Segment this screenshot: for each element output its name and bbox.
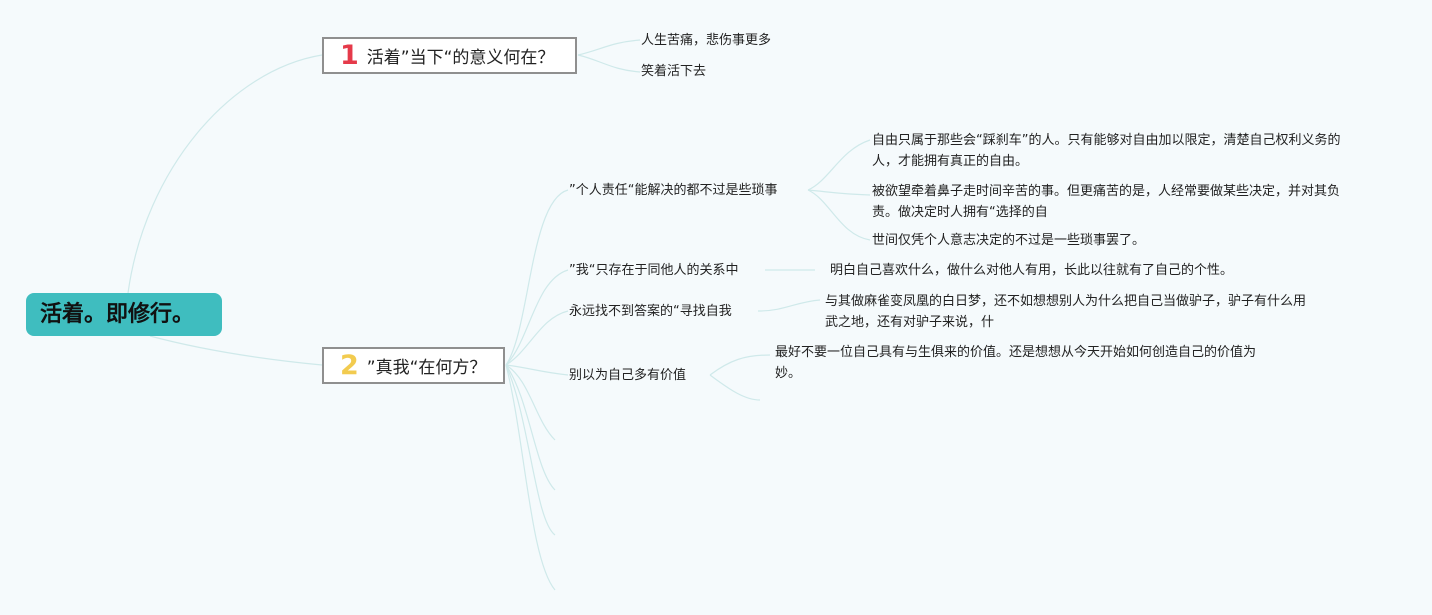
connector-b1-d3 xyxy=(807,189,871,241)
connector-b4-d2 xyxy=(709,374,761,401)
number-one-icon: 1 xyxy=(340,40,359,71)
connector-topic2-empty3 xyxy=(505,364,556,536)
connector-topic1-child1 xyxy=(577,39,641,56)
branch-1-detail-3[interactable]: 世间仅凭个人意志决定的不过是一些琐事罢了。 xyxy=(872,233,1146,248)
branch-2-detail-1[interactable]: 明白自己喜欢什么，做什么对他人有用，长此以往就有了自己的个性。 xyxy=(830,263,1234,278)
connector-root-topic2 xyxy=(149,335,323,366)
branch-4-label[interactable]: 别以为自己多有价值 xyxy=(569,368,687,383)
connector-b4-d1 xyxy=(709,354,771,376)
main-topic-1[interactable]: 1 活着”当下“的意义何在？ xyxy=(322,37,577,74)
root-topic[interactable]: 活着。即修行。 xyxy=(26,293,222,336)
topic1-child-1[interactable]: 人生苦痛，悲伤事更多 xyxy=(641,33,772,48)
connector-topic1-child2 xyxy=(577,54,641,73)
main-topic-2[interactable]: 2 ”真我“在何方？ xyxy=(322,347,505,384)
branch-4-detail-1[interactable]: 最好不要一位自己具有与生俱来的价值。还是想想从今天开始如何创造自己的价值为妙。 xyxy=(775,345,1257,381)
branch-1-label[interactable]: ”个人责任“能解决的都不过是些琐事 xyxy=(569,183,778,198)
main-topic-2-label: ”真我“在何方？ xyxy=(366,358,487,378)
connector-topic2-branch4 xyxy=(505,364,569,376)
connector-topic2-empty2 xyxy=(505,364,556,491)
topic1-child-2[interactable]: 笑着活下去 xyxy=(641,64,707,79)
connector-topic2-branch1 xyxy=(505,189,569,366)
branch-1-detail-2[interactable]: 被欲望牵着鼻子走时间辛苦的事。但更痛苦的是，人经常要做某些决定，并对其负责。做决… xyxy=(872,184,1341,220)
connector-topic2-empty4 xyxy=(505,364,556,591)
connector-topic2-branch2 xyxy=(505,269,569,366)
branch-2-label[interactable]: ”我“只存在于同他人的关系中 xyxy=(569,263,739,278)
connector-b3-d1 xyxy=(757,299,821,312)
connector-root-topic1 xyxy=(127,54,323,294)
branch-1-detail-1[interactable]: 自由只属于那些会“踩刹车”的人。只有能够对自由加以限定，清楚自己权利义务的人，才… xyxy=(872,133,1341,169)
connector-topic2-branch3 xyxy=(505,310,569,366)
branch-3-detail-1[interactable]: 与其做麻雀变凤凰的白日梦，还不如想想别人为什么把自己当做驴子，驴子有什么用武之地… xyxy=(825,294,1307,330)
connector-topic2-empty1 xyxy=(505,364,556,441)
connector-b1-d2 xyxy=(807,189,871,196)
branch-3-label[interactable]: 永远找不到答案的“寻找自我 xyxy=(569,304,732,319)
connector-b1-d1 xyxy=(807,139,871,191)
number-two-icon: 2 xyxy=(340,350,359,381)
main-topic-1-label: 活着”当下“的意义何在？ xyxy=(366,48,555,68)
